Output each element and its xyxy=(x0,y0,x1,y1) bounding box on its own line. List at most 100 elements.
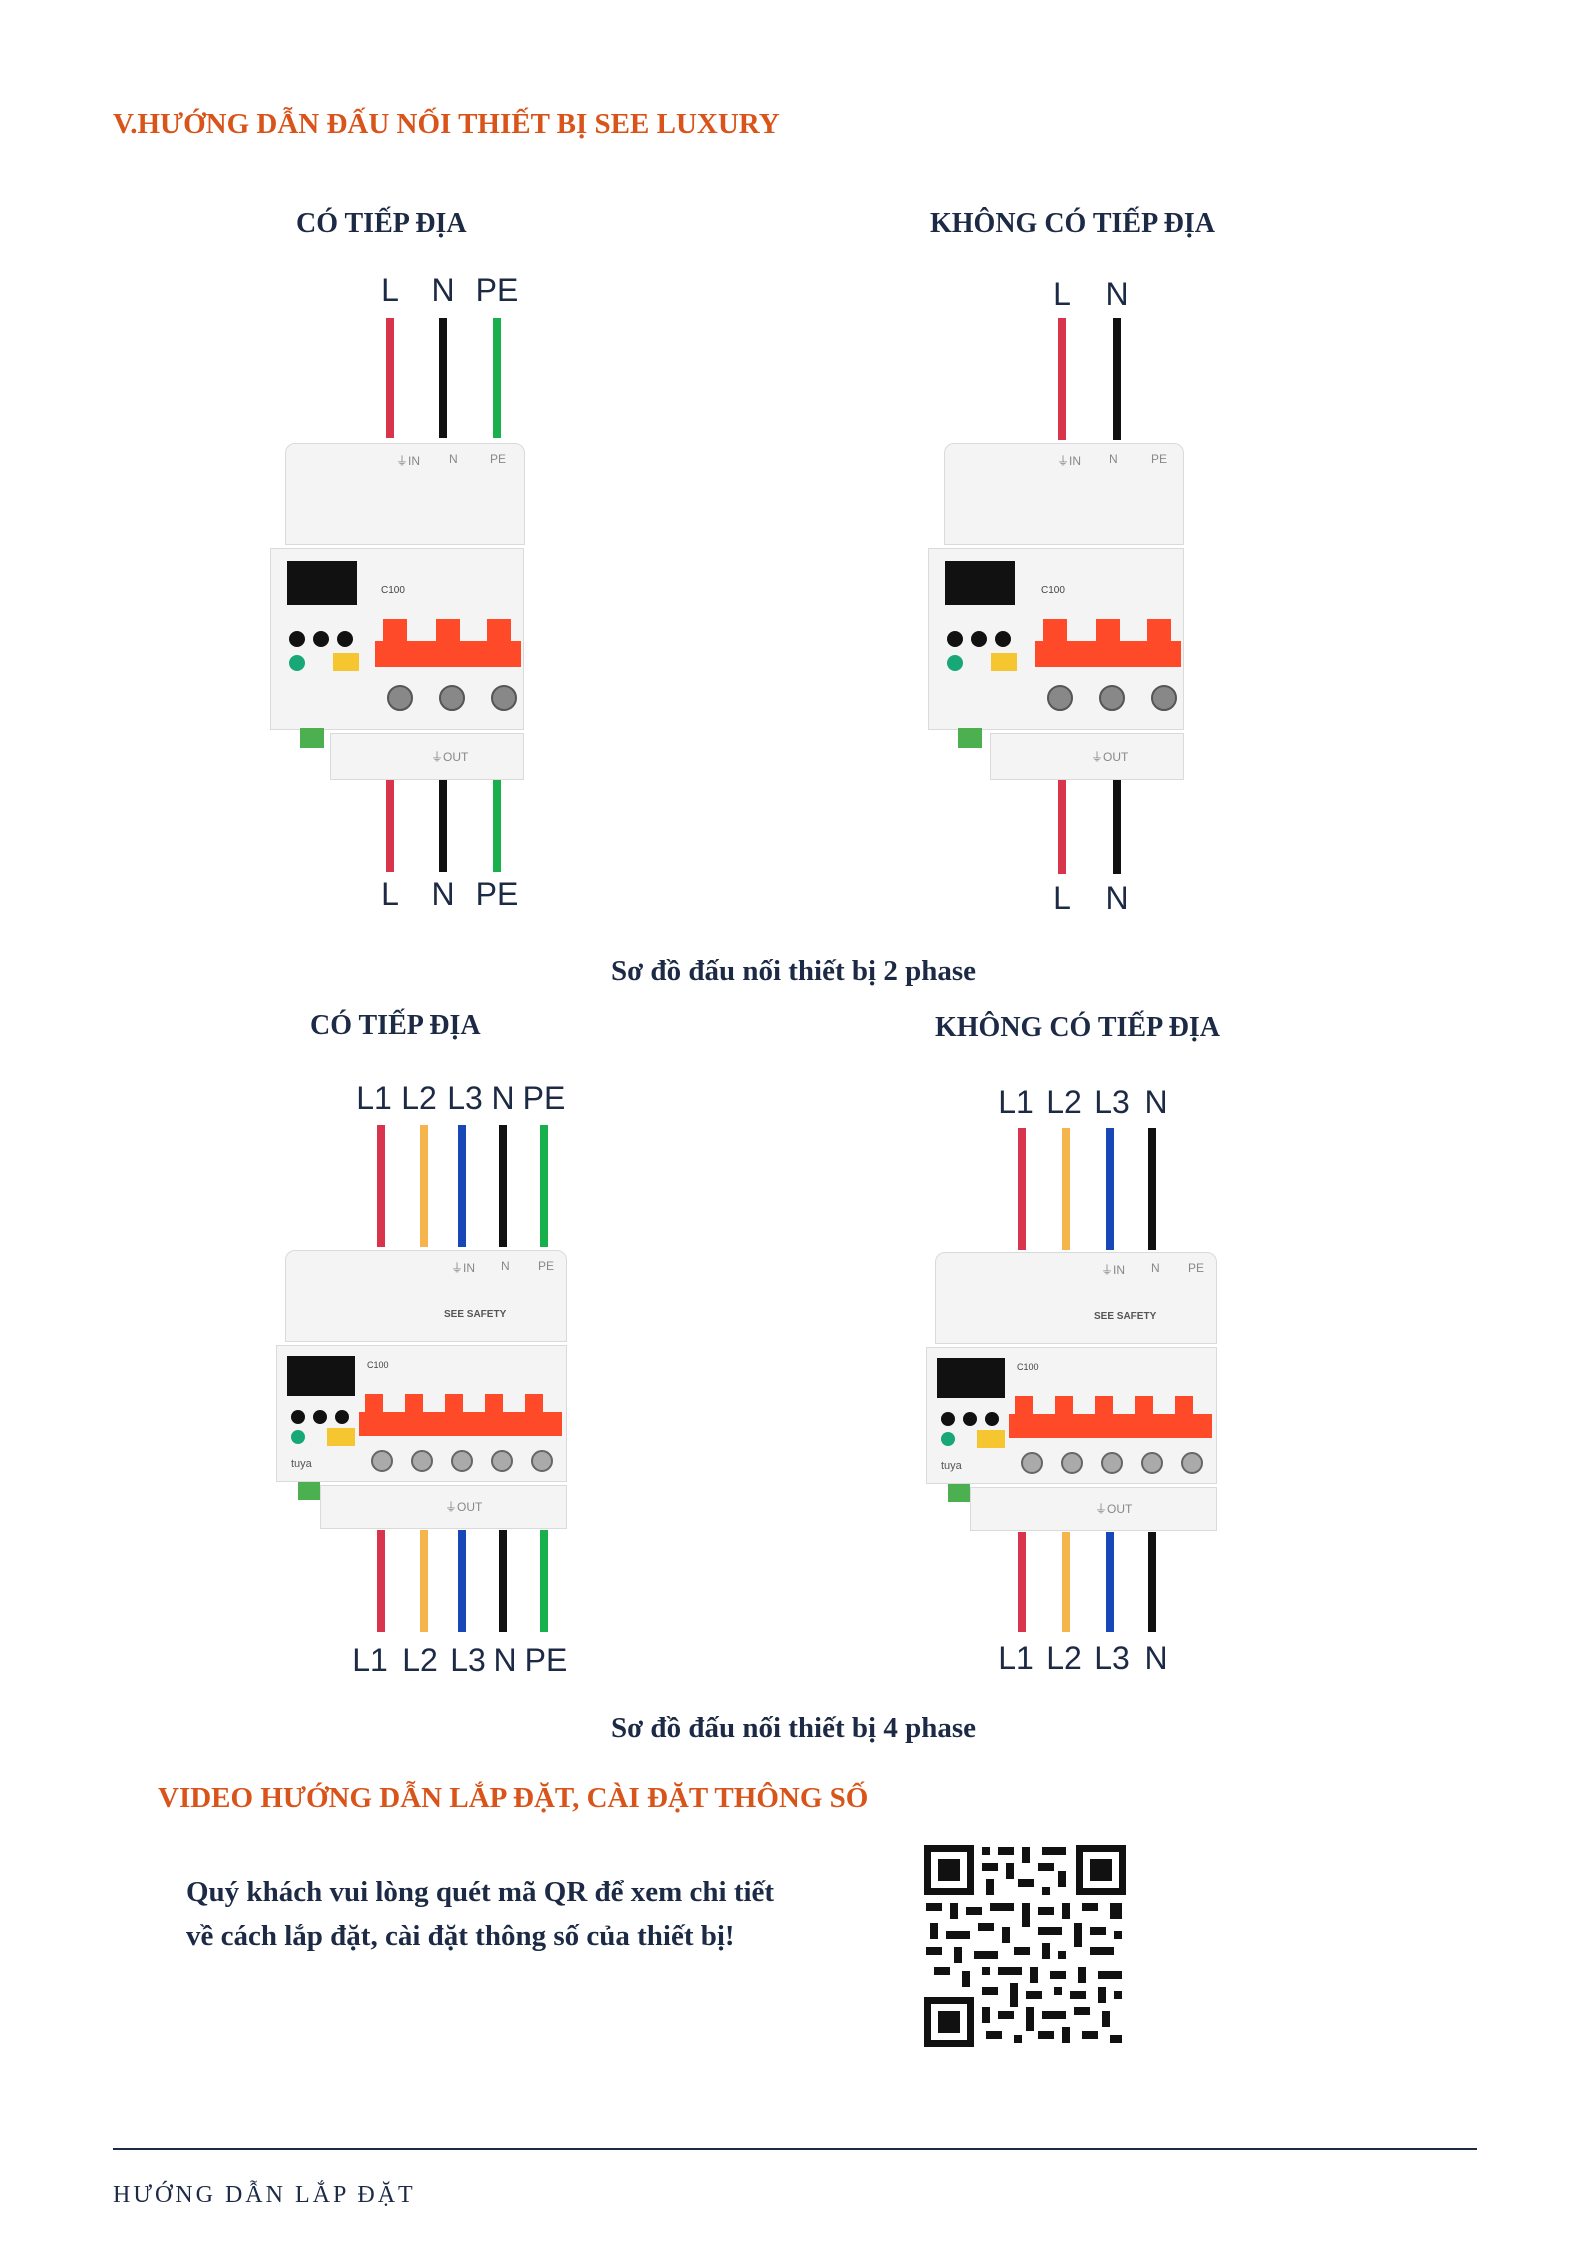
screw-icon xyxy=(1047,685,1073,711)
wire-l-in xyxy=(386,318,394,438)
device-bottom-cover: ⏚OUT xyxy=(320,1485,567,1529)
wire-pe-in xyxy=(493,318,501,438)
test-button-icon xyxy=(991,653,1017,671)
test-button-icon xyxy=(977,1430,1005,1448)
wire-label-bottom: L xyxy=(381,876,399,912)
terminal-out-label: ⏚OUT xyxy=(1091,750,1129,764)
screw-icon xyxy=(1061,1452,1083,1474)
wire-n-out xyxy=(1148,1532,1156,1632)
screw-icon xyxy=(1151,685,1177,711)
wire-n-in xyxy=(1148,1128,1156,1250)
wire-l3-in xyxy=(1106,1128,1114,1250)
footer-label: HƯỚNG DẪN LẮP ĐẶT xyxy=(113,2182,416,2208)
button-icon xyxy=(313,631,329,647)
display-screen xyxy=(937,1358,1005,1398)
reset-button-icon xyxy=(941,1432,955,1446)
button-icon xyxy=(291,1410,305,1424)
screw-icon xyxy=(439,685,465,711)
model-label: C100 xyxy=(381,585,405,596)
screw-icon xyxy=(371,1450,393,1472)
screw-icon xyxy=(1141,1452,1163,1474)
device-body: C100 xyxy=(270,548,524,730)
test-button-icon xyxy=(327,1428,355,1446)
button-icon xyxy=(963,1412,977,1426)
tuya-logo: tuya xyxy=(941,1460,962,1472)
device-top-cover: ⏚IN N PE xyxy=(944,443,1184,545)
wire-label-bottom: L xyxy=(1053,880,1071,916)
button-icon xyxy=(941,1412,955,1426)
breaker-handles xyxy=(381,619,511,643)
wire-n-out xyxy=(499,1530,507,1632)
wire-label-bottom: L2 xyxy=(402,1642,438,1678)
device-bottom-cover: ⏚OUT xyxy=(330,733,524,780)
wire-l3-out xyxy=(1106,1532,1114,1632)
wire-l3-in xyxy=(458,1125,466,1247)
wire-pe-in xyxy=(540,1125,548,1247)
wire-l-out xyxy=(386,780,394,872)
wire-l2-in xyxy=(420,1125,428,1247)
video-instruction-line1: Quý khách vui lòng quét mã QR để xem chi… xyxy=(186,1876,775,1908)
wire-label-bottom: N xyxy=(1105,880,1129,916)
wire-label-top: PE xyxy=(475,272,519,308)
wire-label-bottom: N xyxy=(493,1642,517,1678)
wire-l2-in xyxy=(1062,1128,1070,1250)
two-phase-caption: Sơ đồ đấu nối thiết bị 2 phase xyxy=(611,955,976,987)
din-clip xyxy=(948,1484,970,1502)
terminal-out-label: ⏚OUT xyxy=(1095,1502,1133,1516)
wire-n-in xyxy=(439,318,447,438)
terminal-in-label: ⏚IN xyxy=(1057,454,1082,468)
breaker-toggle-bar xyxy=(375,641,521,667)
button-icon xyxy=(985,1412,999,1426)
model-label: C100 xyxy=(1017,1362,1039,1372)
reset-button-icon xyxy=(289,655,305,671)
terminal-n-label: N xyxy=(501,1259,510,1273)
brand-label: SEE SAFETY xyxy=(1094,1311,1157,1322)
screw-icon xyxy=(491,685,517,711)
wire-label-top: N xyxy=(491,1080,515,1116)
screw-icon xyxy=(387,685,413,711)
wire-label-top: L1 xyxy=(998,1084,1034,1120)
wire-label-bottom: L3 xyxy=(1094,1640,1130,1676)
wire-n-in xyxy=(1113,318,1121,440)
video-instruction-line2: về cách lắp đặt, cài đặt thông số của th… xyxy=(186,1920,735,1952)
wire-label-top: PE xyxy=(522,1080,566,1116)
wire-l1-out xyxy=(1018,1532,1026,1632)
breaker-toggle-bar xyxy=(1009,1414,1212,1438)
wire-label-bottom: N xyxy=(431,876,455,912)
screw-icon xyxy=(1101,1452,1123,1474)
din-clip xyxy=(298,1482,320,1500)
terminal-n-label: N xyxy=(1109,452,1118,466)
terminal-pe-label: PE xyxy=(538,1259,555,1273)
breaker-handles xyxy=(365,1394,565,1414)
wire-label-top: L xyxy=(1053,276,1071,312)
wire-pe-out xyxy=(540,1530,548,1632)
device-body: tuya C100 xyxy=(926,1347,1217,1484)
wire-l1-in xyxy=(377,1125,385,1247)
wire-label-top: L2 xyxy=(401,1080,437,1116)
model-label: C100 xyxy=(1041,585,1065,596)
wire-n-out xyxy=(1113,780,1121,874)
terminal-in-label: ⏚IN xyxy=(451,1261,476,1275)
breaker-toggle-bar xyxy=(359,1412,562,1436)
qr-code[interactable] xyxy=(922,1843,1128,2049)
screw-icon xyxy=(531,1450,553,1472)
terminal-out-label: ⏚OUT xyxy=(445,1500,483,1514)
device-top-cover: ⏚IN N PE SEE SAFETY xyxy=(935,1252,1217,1344)
wire-l1-out xyxy=(377,1530,385,1632)
device-body: C100 xyxy=(928,548,1184,730)
screw-icon xyxy=(491,1450,513,1472)
button-icon xyxy=(335,1410,349,1424)
wire-label-top: L1 xyxy=(356,1080,392,1116)
wire-label-top: L2 xyxy=(1046,1084,1082,1120)
wire-label-top: L3 xyxy=(447,1080,483,1116)
wire-label-bottom: PE xyxy=(524,1642,568,1678)
terminal-pe-label: PE xyxy=(490,452,507,466)
display-screen xyxy=(287,561,357,605)
terminal-in-label: ⏚IN xyxy=(396,454,421,468)
device-top-cover: ⏚IN N PE xyxy=(285,443,525,545)
terminal-pe-label: PE xyxy=(1188,1261,1205,1275)
section-title: V.HƯỚNG DẪN ĐẤU NỐI THIẾT BỊ SEE LUXURY xyxy=(113,108,780,140)
display-screen xyxy=(945,561,1015,605)
wire-label-top: L3 xyxy=(1094,1084,1130,1120)
screw-icon xyxy=(411,1450,433,1472)
